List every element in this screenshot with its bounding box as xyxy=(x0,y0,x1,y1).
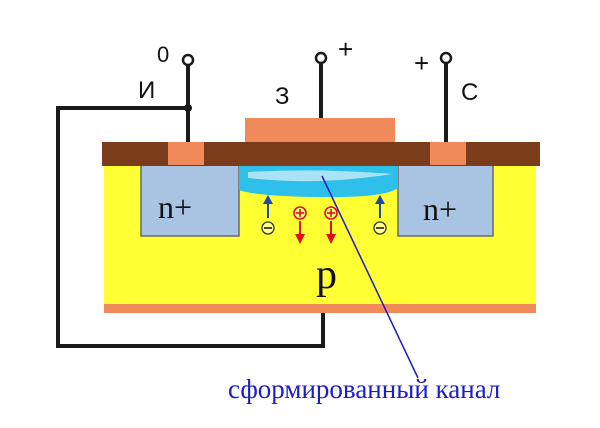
ground-wire xyxy=(56,106,325,348)
drain-terminal-icon xyxy=(439,51,453,65)
drain-contact-pad xyxy=(430,142,466,165)
electron-right xyxy=(373,195,387,235)
source-name-label: И xyxy=(138,77,155,104)
drain-name-label: С xyxy=(461,79,478,106)
drain-potential-label: + xyxy=(414,48,429,78)
substrate-contact xyxy=(104,304,536,313)
gate-name-label: З xyxy=(275,83,290,110)
source-n-region xyxy=(140,163,240,237)
channel-caption: сформированный канал xyxy=(228,374,500,404)
caption-pointer xyxy=(321,175,419,379)
drain-n-region xyxy=(397,163,494,237)
source-potential-label: 0 xyxy=(157,42,169,67)
substrate-label: p xyxy=(316,252,337,298)
drain-region-label: n+ xyxy=(423,191,457,227)
gate-electrode xyxy=(245,118,395,142)
source-contact-pad xyxy=(168,142,204,165)
wire-junction-icon xyxy=(184,104,192,112)
channel-highlight xyxy=(248,170,392,182)
hole-left xyxy=(293,206,307,244)
gate-potential-label: + xyxy=(338,34,353,64)
hole-right xyxy=(324,206,338,244)
source-terminal-icon xyxy=(181,53,195,67)
electron-left xyxy=(261,195,275,235)
oxide-layer xyxy=(102,142,540,166)
gate-terminal-icon xyxy=(314,51,328,65)
source-region-label: n+ xyxy=(158,189,192,225)
